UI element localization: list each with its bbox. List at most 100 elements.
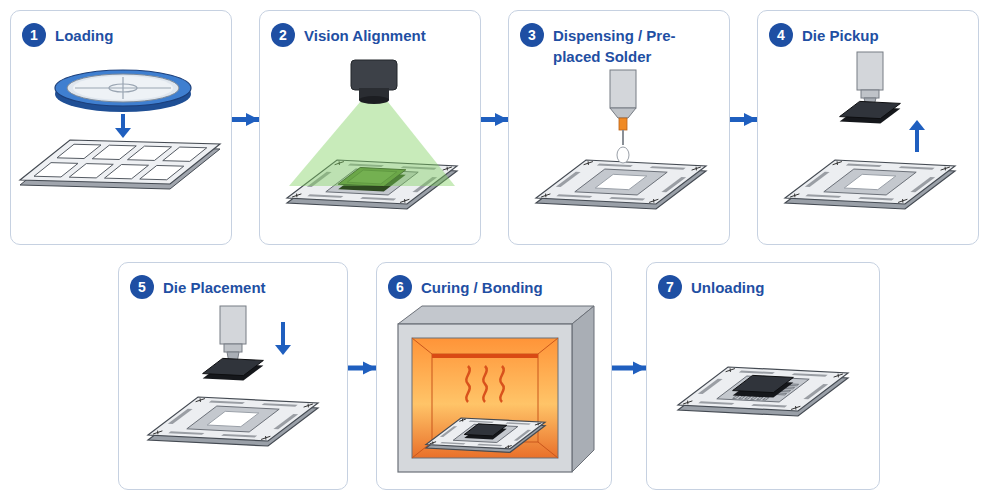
step-title: Die Pickup [802, 25, 879, 46]
flow-arrow [730, 117, 757, 122]
vision-art [287, 60, 457, 209]
placement-art-part [220, 306, 246, 344]
step-panel: Die Pickup 4 [757, 10, 979, 245]
vision-art-part [289, 102, 455, 186]
pickup-art [785, 52, 955, 209]
step-title: Unloading [691, 277, 764, 298]
oven-art [398, 306, 594, 472]
placement-art-part [275, 345, 291, 355]
step-panel: Loading 1 [10, 10, 232, 245]
pickup-art-part [861, 90, 879, 98]
flow-arrow [232, 117, 259, 122]
step-number-badge: 7 [658, 275, 682, 299]
loading-art-part [115, 128, 131, 138]
unloading-art-part-part [745, 396, 752, 399]
step-number: 3 [528, 28, 536, 42]
loading-art-part [109, 84, 137, 92]
loading-art-part-part-part [140, 165, 184, 179]
oven-art-part [466, 366, 503, 402]
step-number-badge: 2 [271, 23, 295, 47]
oven-art-part [398, 324, 572, 472]
unloading-art-part-part [739, 396, 746, 399]
flow-arrow [612, 366, 646, 371]
oven-art-part [572, 306, 594, 472]
step-number: 4 [777, 28, 785, 42]
step-panel: Dispensing / Pre-placed Solder 3 [508, 10, 730, 245]
pickup-art-part [840, 101, 901, 123]
loading-art-part-part-part [34, 163, 78, 177]
oven-art-part-part [426, 418, 545, 452]
dispensing-art-part [610, 108, 636, 118]
unloading-art-part [717, 376, 809, 402]
unloading-art-part-part [763, 397, 770, 400]
unloading-art-part-part [757, 397, 764, 400]
unloading-art-part [733, 375, 794, 397]
unloading-art-part-part [751, 397, 758, 400]
loading-art-part-part [20, 140, 220, 184]
placement-art-part [207, 411, 259, 426]
pickup-art-part [857, 52, 883, 90]
step-number-badge: 1 [22, 23, 46, 47]
step-panel: Curing / Bonding 6 [376, 262, 612, 490]
step-number: 1 [30, 28, 38, 42]
pickup-art-part [824, 169, 916, 195]
step-number: 5 [138, 280, 146, 294]
placement-art-part [224, 344, 242, 352]
dispensing-art-part [595, 174, 647, 189]
placement-art-part [187, 406, 279, 432]
loading-art-part-part-part [127, 146, 171, 160]
pickup-art-part [915, 128, 919, 152]
pickup-art-part [844, 174, 896, 189]
oven-art-part [398, 306, 594, 324]
placement-art [148, 306, 318, 446]
step-panel: Vision Alignment 2 [259, 10, 481, 245]
step-number-badge: 5 [130, 275, 154, 299]
vision-art-part [351, 60, 397, 90]
step-number: 2 [279, 28, 287, 42]
loading-art-part [121, 114, 125, 130]
step-title: Die Placement [163, 277, 266, 298]
step-title: Dispensing / Pre-placed Solder [553, 25, 713, 67]
dispensing-art-part [622, 130, 624, 145]
unloading-art [678, 367, 848, 416]
dispensing-art-part [610, 70, 636, 108]
step-panel: Unloading 7 [646, 262, 880, 490]
flow-arrow [348, 366, 376, 371]
loading-art-part-part-part [105, 165, 149, 179]
dispensing-art [536, 70, 706, 209]
loading-art-part [55, 70, 191, 106]
vision-art-part [359, 96, 389, 104]
loading-art-part [75, 77, 171, 99]
pickup-art-part [785, 160, 955, 209]
placement-art-part [203, 358, 264, 380]
step-panel: Die Placement 5 [118, 262, 348, 490]
step-number-badge: 3 [520, 23, 544, 47]
dispensing-art-part [619, 118, 627, 130]
oven-art-part [412, 338, 558, 458]
oven-art-part [426, 418, 545, 452]
dispensing-art-part [617, 147, 629, 163]
loading-art-part-part [34, 144, 207, 180]
oven-art-part [432, 354, 538, 358]
oven-art-part [412, 338, 558, 458]
step-title: Vision Alignment [304, 25, 426, 46]
placement-art-part [148, 397, 318, 446]
oven-art-part-part [464, 424, 507, 440]
step-number: 6 [396, 280, 404, 294]
pickup-art-part [909, 120, 925, 130]
step-title: Curing / Bonding [421, 277, 543, 298]
placement-art-part [281, 322, 285, 347]
flow-arrow [481, 117, 508, 122]
unloading-art-part [678, 367, 848, 416]
unloading-art-part-part [733, 396, 740, 399]
step-title: Loading [55, 25, 113, 46]
loading-art-part [73, 76, 173, 100]
loading-art [20, 70, 220, 189]
loading-art-part [20, 140, 220, 184]
loading-art-part-part-part [163, 147, 207, 161]
loading-art-part-part-part [92, 145, 136, 159]
dispensing-art-part [536, 160, 706, 209]
loading-art-part-part-part [57, 144, 101, 158]
